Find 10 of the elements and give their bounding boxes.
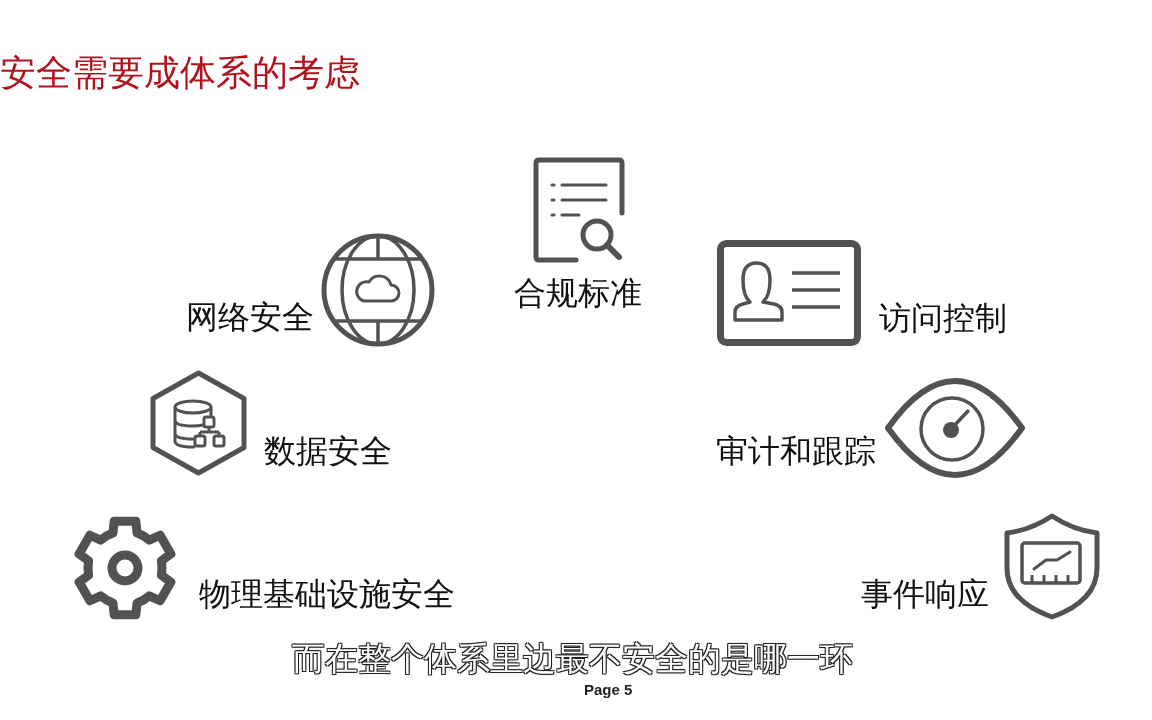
category-label: 事件响应	[861, 578, 989, 610]
category-label: 物理基础设施安全	[199, 578, 455, 610]
subtitle-caption: 而在整个体系里边最不安全的是哪一环	[292, 642, 853, 675]
category-label: 数据安全	[264, 435, 392, 467]
category-label: 网络安全	[186, 301, 314, 333]
page-number: Page 5	[584, 682, 633, 697]
category-label: 审计和跟踪	[716, 435, 876, 467]
category-label: 合规标准	[514, 277, 642, 309]
category-label: 访问控制	[879, 302, 1007, 334]
slide-title: 安全需要成体系的考虑	[0, 55, 360, 91]
